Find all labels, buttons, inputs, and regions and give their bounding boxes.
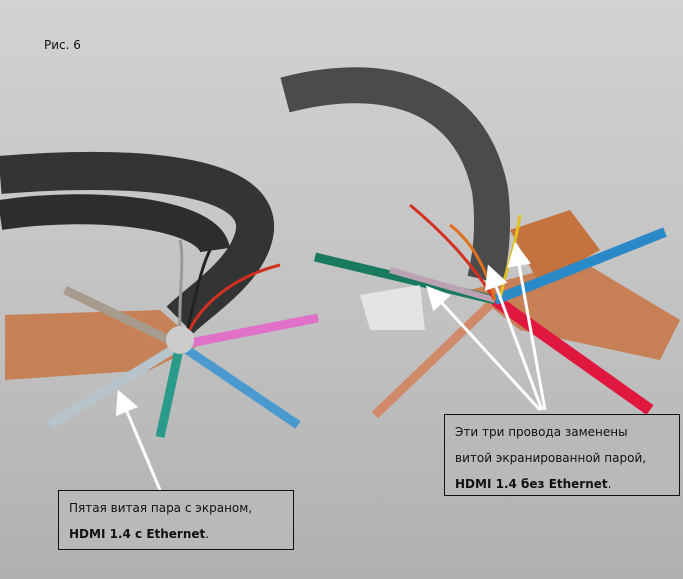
callout-bold-text: HDMI 1.4 без Ethernet [455, 477, 608, 491]
callout-replaced-wires: Эти три провода заменены витой экраниров… [444, 414, 680, 496]
callout-line: HDMI 1.4 с Ethernet. [69, 521, 283, 547]
callout-ethernet-pair: Пятая витая пара с экраном, HDMI 1.4 с E… [58, 490, 294, 550]
callout-tail: . [205, 527, 210, 541]
callout-tail: . [607, 477, 612, 491]
annotation-arrows [115, 242, 547, 491]
left-cable [0, 151, 319, 438]
callout-line: витой экранированной парой, [455, 451, 647, 465]
callout-line: HDMI 1.4 без Ethernet. [455, 471, 669, 497]
callout-line: Пятая витая пара с экраном, [69, 501, 253, 515]
callout-bold-text: HDMI 1.4 с Ethernet [69, 527, 206, 541]
callout-line: Эти три провода заменены [455, 425, 628, 439]
figure-label: Рис. 6 [44, 38, 81, 52]
